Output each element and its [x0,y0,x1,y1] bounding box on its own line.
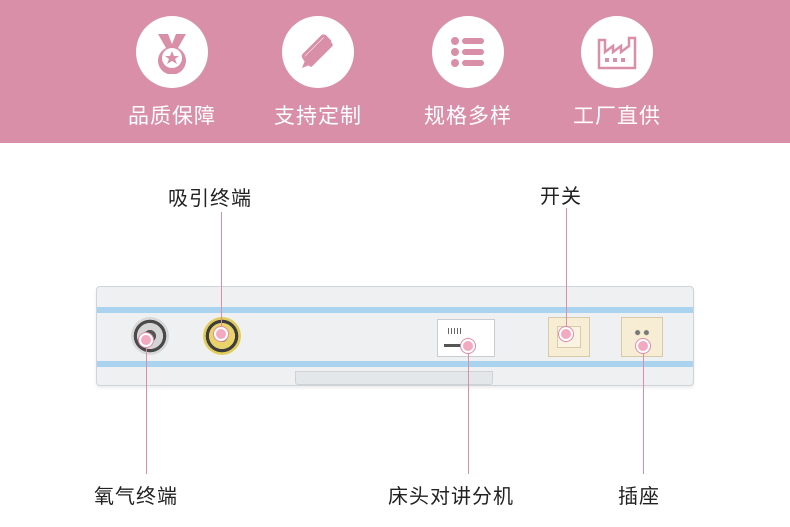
callout-suction-terminal: 吸引终端 [168,186,252,210]
leader-line-switch [566,208,567,334]
medal-icon [136,16,208,88]
leader-line-oxygen [146,340,147,474]
feature-factory: 工厂直供 [557,16,677,130]
feature-variety: 规格多样 [408,16,528,130]
feature-banner: 品质保障 支持定制 规格多样 [0,0,790,143]
panel-stripe-bottom [97,361,693,367]
marker-dot-suction [214,327,228,341]
callout-intercom: 床头对讲分机 [388,484,514,508]
marker-dot-socket [636,339,650,353]
callout-socket: 插座 [618,484,660,508]
panel-groove [295,371,493,385]
feature-label: 工厂直供 [573,104,661,128]
feature-custom: 支持定制 [258,16,378,130]
marker-dot-switch [559,327,573,341]
intercom-slot [444,344,466,347]
factory-icon [581,16,653,88]
leader-line-suction [221,212,222,334]
feature-label: 支持定制 [274,104,362,128]
list-icon [432,16,504,88]
panel-stripe-top [97,307,693,313]
callout-switch: 开关 [540,184,582,208]
pencil-ruler-icon [282,16,354,88]
marker-dot-oxygen [139,333,153,347]
leader-line-intercom [468,346,469,474]
feature-label: 品质保障 [128,104,216,128]
feature-quality: 品质保障 [112,16,232,130]
leader-line-socket [643,346,644,474]
callout-oxygen-terminal: 氧气终端 [94,484,178,508]
speaker-grille [448,328,462,334]
marker-dot-intercom [461,339,475,353]
feature-label: 规格多样 [424,104,512,128]
bedhead-panel [96,286,694,386]
